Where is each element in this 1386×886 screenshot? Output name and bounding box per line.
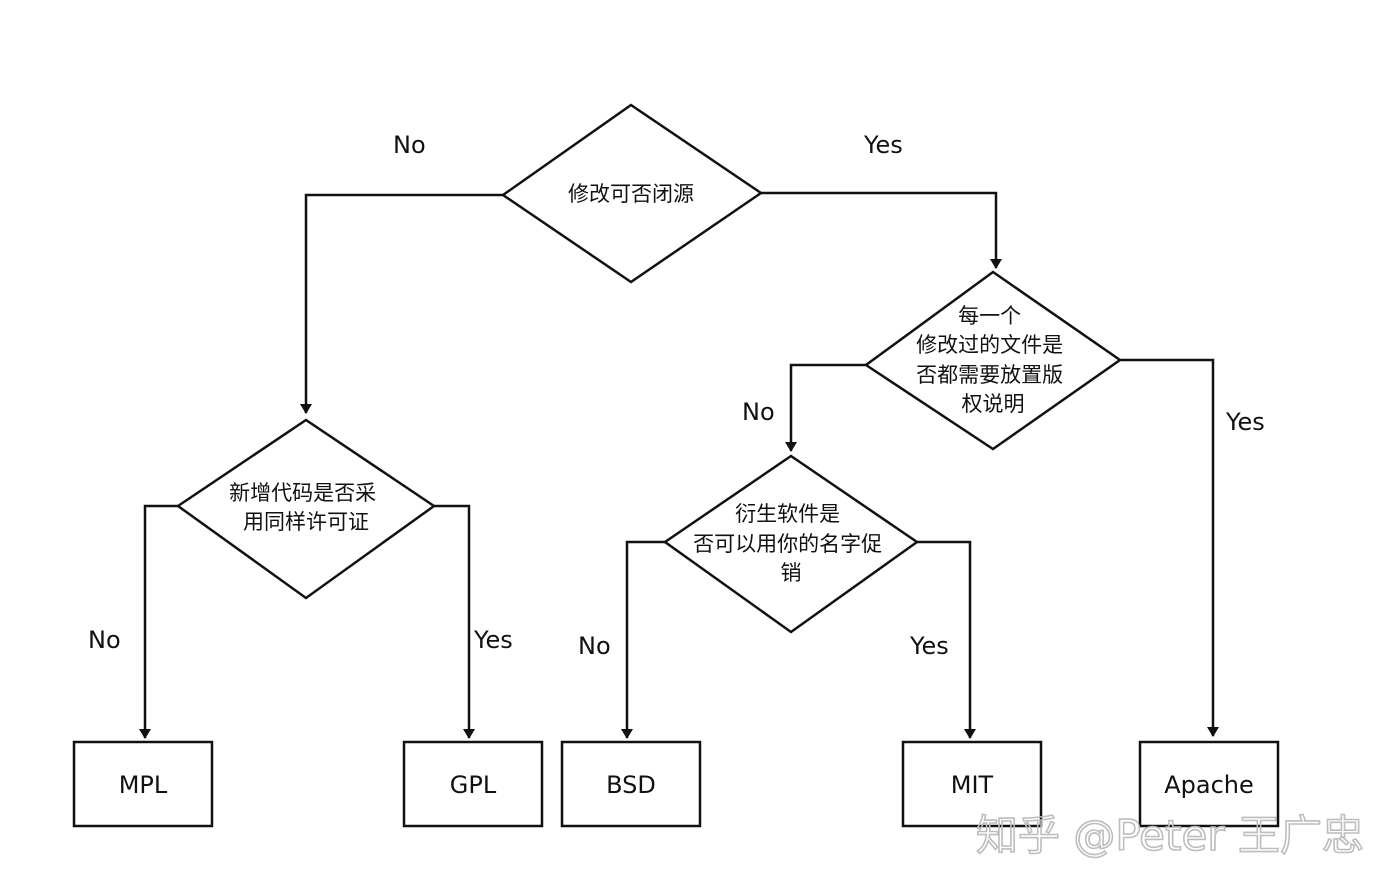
edge-label-name-promotion-yes: Yes — [909, 632, 949, 660]
watermark-text: 知乎 @Peter 王广忠 — [976, 811, 1364, 860]
decision-text: 每一个 修改过的文件是 否都需要放置版 权说明 — [916, 304, 1070, 416]
license-mit: MIT — [901, 740, 1043, 828]
edge-name-promotion-no — [621, 540, 665, 739]
edge-root-no — [300, 193, 503, 414]
edge-same-license-yes — [434, 504, 475, 739]
decision-text: 修改可否闭源 — [568, 182, 694, 206]
edge-name-promotion-yes — [917, 540, 976, 739]
decision-text: 衍生软件是 否可以用你的名字促 销 — [693, 502, 889, 585]
license-label: BSD — [606, 771, 656, 799]
decision-diamond — [175, 418, 437, 600]
edge-label-same-license-yes: Yes — [473, 626, 513, 654]
edge-label-copyright-yes: Yes — [1225, 408, 1265, 436]
license-apache: Apache — [1138, 740, 1280, 828]
license-label: MIT — [951, 771, 994, 799]
license-box — [901, 740, 1043, 828]
decision-name-promotion: 衍生软件是 否可以用你的名字促 销 — [662, 454, 920, 634]
edge-copyright-no — [785, 363, 866, 452]
decision-text: 新增代码是否采 用同样许可证 — [229, 481, 383, 534]
edge-label-copyright-no: No — [742, 398, 775, 426]
license-label: Apache — [1164, 771, 1254, 799]
decision-diamond — [500, 103, 764, 284]
decision-copyright-notice: 每一个 修改过的文件是 否都需要放置版 权说明 — [863, 270, 1123, 451]
edge-labels: No Yes No Yes No Yes No Yes — [88, 131, 1265, 660]
edge-same-license-no — [139, 504, 178, 739]
license-box — [560, 740, 702, 828]
license-bsd: BSD — [560, 740, 702, 828]
license-box — [402, 740, 544, 828]
license-box — [1138, 740, 1280, 828]
edge-label-root-no: No — [393, 131, 426, 159]
license-label: MPL — [119, 771, 168, 799]
license-box — [72, 740, 214, 828]
license-gpl: GPL — [402, 740, 544, 828]
edge-label-root-yes: Yes — [863, 131, 903, 159]
decision-diamond — [863, 270, 1123, 451]
decision-root: 修改可否闭源 — [500, 103, 764, 284]
edge-label-name-promotion-no: No — [578, 632, 611, 660]
license-mpl: MPL — [72, 740, 214, 828]
edges — [139, 191, 1219, 739]
edge-root-yes — [761, 191, 1002, 269]
edge-label-same-license-no: No — [88, 626, 121, 654]
license-label: GPL — [450, 771, 497, 799]
decision-diamond — [662, 454, 920, 634]
edge-copyright-yes — [1120, 358, 1219, 737]
decision-same-license: 新增代码是否采 用同样许可证 — [175, 418, 437, 600]
